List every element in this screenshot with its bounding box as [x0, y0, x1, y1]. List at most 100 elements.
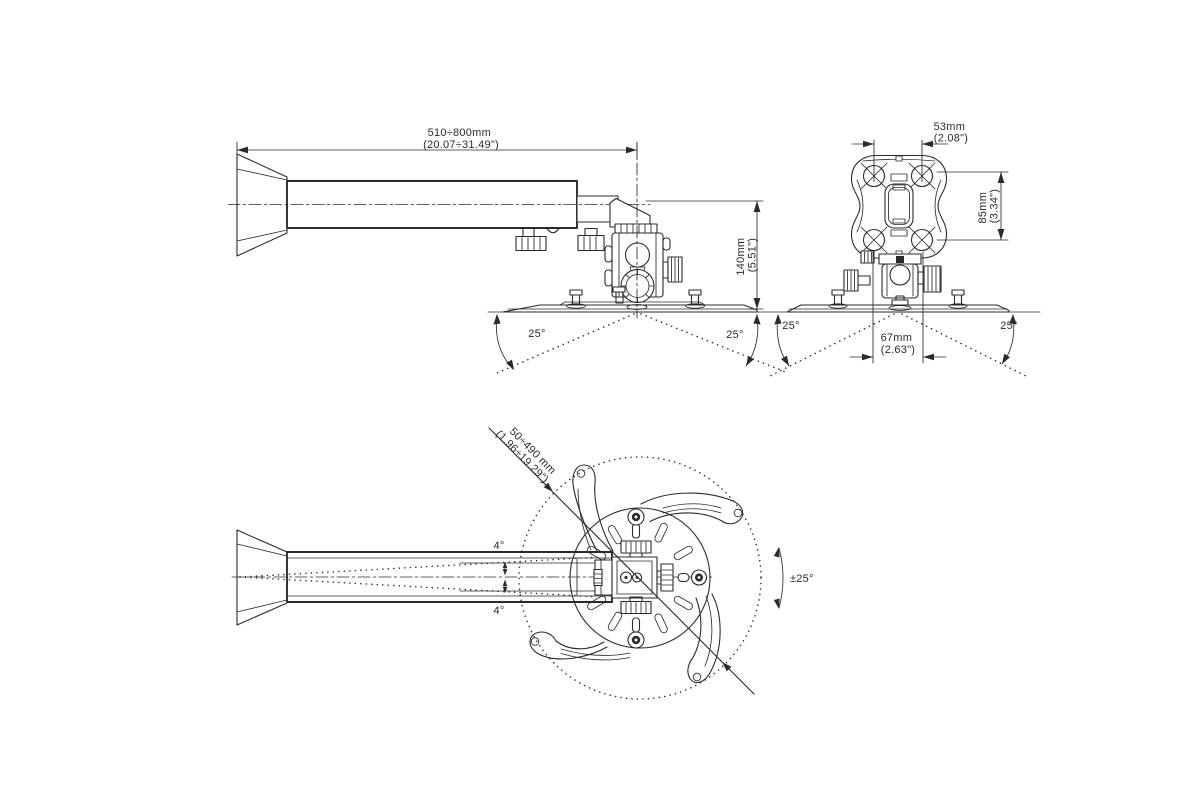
plate-bolt-left-neck	[571, 294, 581, 306]
center-slot-outer	[884, 183, 914, 229]
tilt-ray-left	[496, 313, 635, 374]
front-width-dimension: 53mm (2.08")	[851, 121, 968, 183]
wall-bracket-detail	[236, 543, 288, 613]
side-tilt-range: 25° 25°	[487, 311, 789, 374]
clamp-knob2	[577, 234, 605, 252]
plate-slot	[654, 613, 668, 634]
bracket-top-slot	[896, 256, 904, 263]
elbow-bracket	[609, 197, 651, 228]
plate-slot-lower	[890, 229, 908, 237]
side-tilt-left-label: 25°	[528, 328, 545, 340]
swivel-plate	[518, 456, 762, 700]
clamp-knob2-ribs	[583, 236, 597, 250]
right-knob-ribs	[661, 569, 673, 586]
arm-slot	[662, 503, 722, 514]
tube-bump	[546, 227, 560, 234]
plate-slot	[587, 545, 607, 561]
pivot-head-side	[604, 197, 683, 304]
arm-slot	[560, 648, 631, 661]
arm-outline	[529, 631, 608, 660]
plate-bolt-right-pad	[948, 303, 968, 309]
left-small-knob-ribs	[864, 251, 872, 263]
front-tilt-right-label: 25°	[1000, 320, 1017, 332]
screw-stem	[677, 572, 690, 583]
plate-bolt-left-neck	[833, 294, 843, 306]
dimension-arrows	[863, 140, 933, 148]
head-screw-left-dot	[624, 575, 628, 580]
head-body-walls	[618, 232, 657, 298]
wall-bracket-outline	[236, 153, 288, 257]
plate-bolt-right-neck	[690, 294, 700, 306]
plate-slot	[607, 525, 623, 545]
dimension-line	[488, 427, 755, 695]
front-view: 53mm (2.08") 85mm (3.34")	[767, 121, 1041, 378]
side-height-label: 140mm (5.51")	[735, 234, 759, 275]
arm-tip-hole	[733, 508, 743, 518]
swivel-label: ±25°	[790, 573, 814, 585]
pivot-head-top	[593, 540, 674, 615]
head-left-tab-2	[604, 269, 613, 287]
top-view: 4° 4° 50÷490 mm (1.96÷19.29") ±25°	[231, 420, 814, 700]
screw-center	[634, 638, 638, 642]
plate-notch-top	[895, 155, 903, 162]
plate-outline	[502, 304, 758, 313]
plate-bolt-left-pad	[828, 303, 848, 309]
plate-slot	[654, 522, 668, 543]
screw-center	[697, 576, 701, 579]
swing-arm-right	[640, 492, 744, 525]
screw-cross	[908, 226, 936, 254]
plate-bolt-left-pad	[566, 303, 586, 309]
plate-slot	[607, 611, 623, 631]
head-foot-neck	[615, 291, 624, 304]
plate-outline	[786, 304, 1010, 313]
plate-slot	[673, 545, 693, 561]
bracket-pivot-circle	[889, 264, 911, 286]
plate-screw-top	[627, 508, 645, 539]
side-height-dimension: 140mm (5.51")	[645, 200, 764, 310]
pivot-bracket-front	[843, 250, 942, 306]
left-knob-ribs	[594, 573, 602, 584]
bottom-knob-ribs	[625, 602, 647, 613]
plate-slot-upper	[890, 173, 908, 182]
screw-stem	[631, 617, 641, 633]
dimension-extension-lines	[873, 139, 923, 183]
head-plate-waist-curves	[856, 179, 942, 233]
yaw-arrows	[502, 561, 508, 594]
dimension-extension-lines	[645, 200, 764, 310]
side-length-dimension: 510÷800mm (20.07÷31.49")	[236, 127, 638, 159]
arm-outline	[640, 492, 744, 525]
swing-arm-lower-left	[529, 631, 631, 661]
yaw-ray-lower	[239, 576, 593, 598]
plate-bolt-right-pad	[685, 303, 705, 309]
yaw-range: 4° 4°	[493, 540, 508, 617]
bracket-body-walls	[886, 263, 914, 297]
plate-bolt-right-cap	[951, 289, 965, 296]
plate-bolt-right-cap	[688, 289, 702, 296]
screw-cross	[860, 226, 888, 254]
dimension-arrows	[753, 201, 761, 309]
clamp-knob-ribs	[521, 237, 541, 250]
reach-label: 50÷490 mm (1.96÷19.29")	[493, 420, 560, 487]
swivel-arrows	[773, 547, 780, 609]
plate-raised-line	[559, 301, 706, 306]
pivot-disc	[624, 242, 651, 268]
swing-range-dotted-circle	[518, 456, 762, 700]
dimension-extension-lines	[872, 251, 924, 364]
swing-arm-lower-right	[687, 593, 721, 684]
mounting-plate-side	[502, 289, 758, 313]
front-offset-label: 67mm (2.63")	[881, 332, 916, 356]
screw-stem	[631, 523, 641, 539]
front-height-dimension: 85mm (3.34")	[936, 171, 1009, 241]
arm-tip-hole	[530, 637, 540, 646]
right-knob	[660, 563, 674, 592]
left-knob-neck	[857, 275, 871, 286]
head-plate	[850, 154, 948, 259]
head-body-inner	[616, 560, 653, 595]
telescopic-arm-side	[227, 180, 651, 252]
side-knob-neck	[662, 261, 669, 279]
clamp-knob2-neck	[584, 227, 598, 237]
side-view: 510÷800mm (20.07÷31.49")	[227, 127, 789, 374]
right-knob-neck	[656, 570, 662, 585]
